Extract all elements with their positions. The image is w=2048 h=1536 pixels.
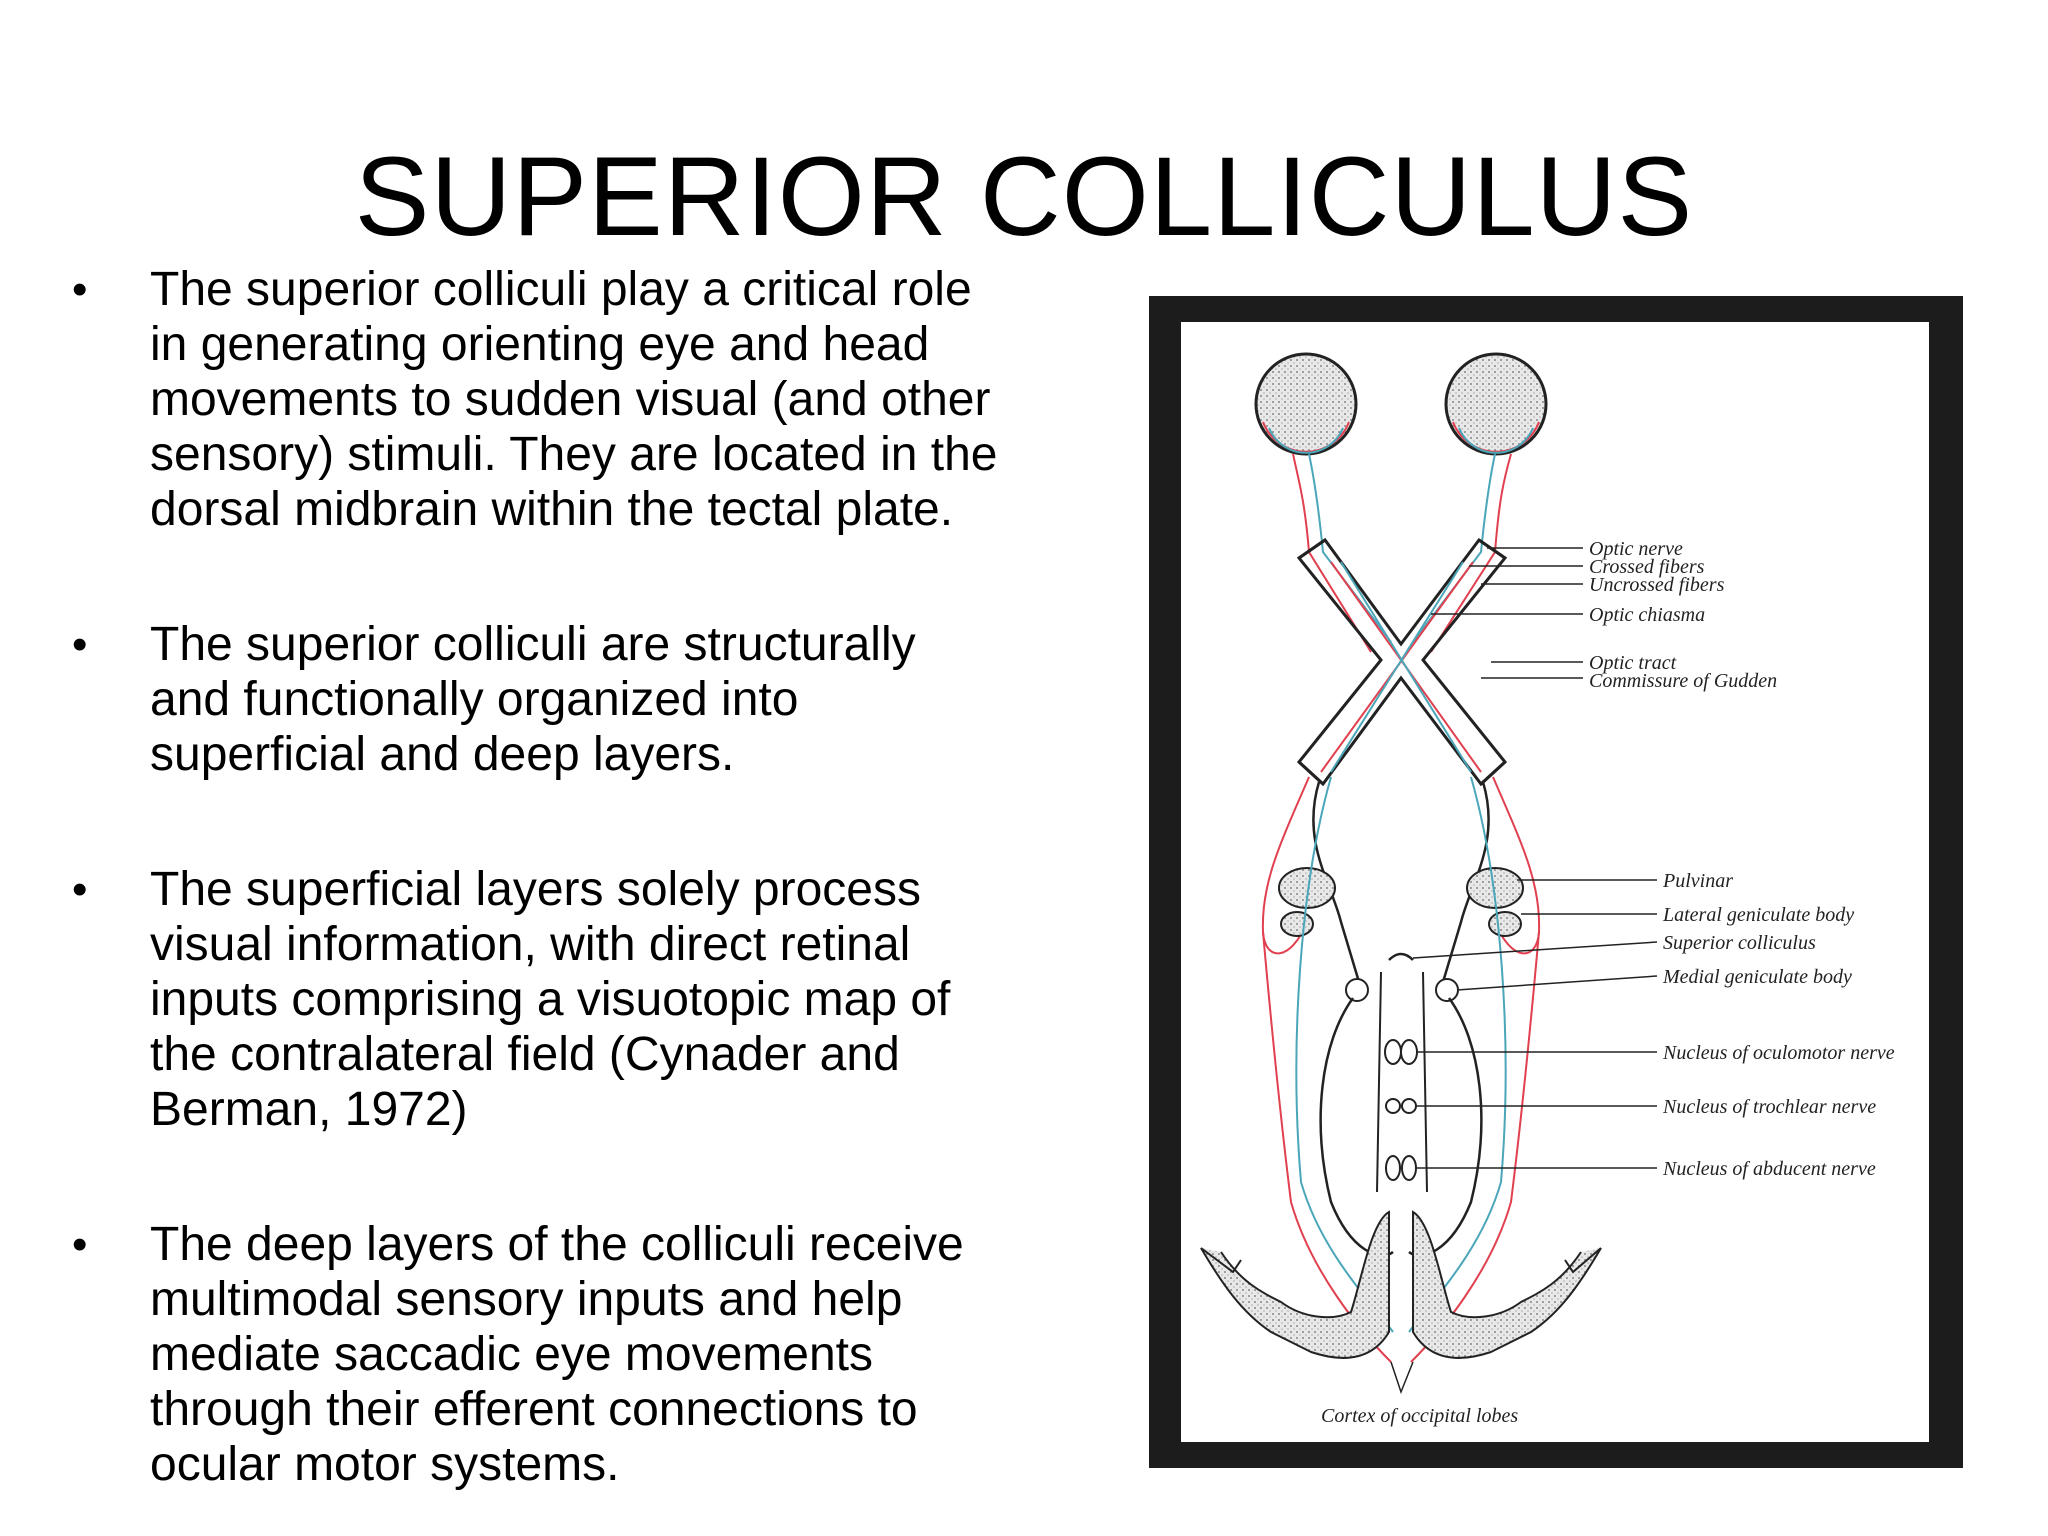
bullet-line: ocular motor systems. [150, 1438, 620, 1491]
trochlear-nucleus-left [1385, 1098, 1401, 1114]
label-medial-geniculate-body: Medial geniculate body [1662, 966, 1852, 988]
right-radiation-black [1408, 997, 1483, 1257]
label-optic-nerve: Optic nerve [1589, 538, 1683, 560]
visual-pathway-diagram: Optic nerve Crossed fibers Uncrossed fib… [1200, 352, 1895, 1427]
bullet-marker: • [72, 620, 88, 669]
bullet-line: The superior colliculi play a critical r… [150, 263, 972, 316]
bullet-line: The deep layers of the colliculi receive [150, 1218, 964, 1271]
left-radiation-black [1319, 997, 1394, 1257]
bullet-marker: • [72, 865, 88, 914]
left-cortex-edge [1200, 1247, 1242, 1274]
bullet-line: mediate saccadic eye movements [150, 1328, 873, 1381]
label-crossed-fibers: Crossed fibers [1589, 556, 1705, 578]
right-pulvinar [1466, 867, 1524, 909]
left-pulvinar [1278, 867, 1336, 909]
label-nucleus-oculomotor: Nucleus of oculomotor nerve [1662, 1042, 1895, 1064]
right-cortex-edge [1564, 1247, 1602, 1274]
bullet-line: through their efferent connections to [150, 1383, 918, 1436]
bullet-line: The superficial layers solely process [150, 863, 921, 916]
abducent-nucleus-left [1385, 1155, 1401, 1181]
right-tract-cut [1479, 760, 1507, 786]
bullet-line: dorsal midbrain within the tectal plate. [150, 483, 954, 536]
right-nerve-cut [1478, 538, 1506, 560]
cortex-pointer [1390, 1361, 1414, 1395]
brainstem-outline [1376, 971, 1428, 1193]
label-uncrossed-fibers: Uncrossed fibers [1589, 574, 1725, 596]
right-medial-geniculate [1435, 978, 1459, 1002]
left-retina-red [1262, 421, 1350, 453]
right-occipital-cortex [1412, 1210, 1602, 1359]
bullet-line: the contralateral field (Cynader and [150, 1028, 900, 1081]
leader-medial-geniculate [1456, 975, 1658, 991]
label-optic-chiasma: Optic chiasma [1589, 604, 1705, 626]
uncrossed-fibers-a [1340, 561, 1472, 773]
label-lateral-geniculate-body: Lateral geniculate body [1662, 904, 1854, 926]
left-occipital-cortex [1200, 1210, 1390, 1359]
abducent-nucleus-right [1401, 1155, 1417, 1181]
right-retina-red [1452, 421, 1540, 453]
bullet-line: sensory) stimuli. They are located in th… [150, 428, 998, 481]
bullet-line: in generating orienting eye and head [150, 318, 930, 371]
label-cortex-occipital: Cortex of occipital lobes [1321, 1405, 1518, 1427]
label-commissure-of-gudden: Commissure of Gudden [1589, 670, 1777, 692]
uncrossed-fibers-b [1330, 561, 1464, 773]
slide-title: SUPERIOR COLLICULUS [354, 134, 1694, 259]
trochlear-nucleus-right [1401, 1098, 1417, 1114]
left-retina-blue [1268, 427, 1344, 454]
right-tract-black [1441, 781, 1490, 983]
right-retina-blue [1458, 427, 1534, 454]
oculomotor-nucleus-left [1384, 1039, 1402, 1065]
bullet-line: inputs comprising a visuotopic map of [150, 973, 951, 1026]
left-tract-black [1312, 781, 1361, 983]
label-optic-tract: Optic tract [1589, 652, 1677, 674]
bullet-line: multimodal sensory inputs and help [150, 1273, 903, 1326]
label-pulvinar: Pulvinar [1662, 870, 1733, 892]
bullet-line: Berman, 1972) [150, 1083, 468, 1136]
left-tract-cut [1297, 760, 1325, 786]
visual-pathway-figure: Optic nerve Crossed fibers Uncrossed fib… [1149, 296, 1963, 1468]
superior-colliculus [1388, 952, 1414, 961]
left-optic-nerve-blue [1308, 453, 1392, 643]
left-tract-red [1261, 776, 1310, 955]
bullet-marker: • [72, 1220, 88, 1269]
bullet-line: and functionally organized into [150, 673, 799, 726]
label-nucleus-trochlear: Nucleus of trochlear nerve [1662, 1096, 1876, 1118]
left-eyeball [1254, 352, 1358, 456]
bullet-line: superficial and deep layers. [150, 728, 735, 781]
bullet-marker: • [72, 265, 88, 314]
bullet-line: visual information, with direct retinal [150, 918, 911, 971]
left-medial-geniculate [1345, 978, 1369, 1002]
right-optic-nerve-blue [1412, 453, 1496, 643]
bullet-line: The superior colliculi are structurally [150, 618, 916, 671]
figure-canvas: Optic nerve Crossed fibers Uncrossed fib… [1181, 322, 1929, 1442]
leader-superior-colliculus [1412, 941, 1658, 959]
oculomotor-nucleus-right [1400, 1039, 1418, 1065]
right-lateral-geniculate [1488, 911, 1522, 937]
label-superior-colliculus: Superior colliculus [1663, 932, 1816, 954]
bullet-line: movements to sudden visual (and other [150, 373, 991, 426]
left-nerve-cut [1298, 538, 1326, 560]
right-eyeball [1444, 352, 1548, 456]
label-nucleus-abducent: Nucleus of abducent nerve [1662, 1158, 1876, 1180]
left-lateral-geniculate [1280, 911, 1314, 937]
right-tract-red [1492, 776, 1541, 955]
